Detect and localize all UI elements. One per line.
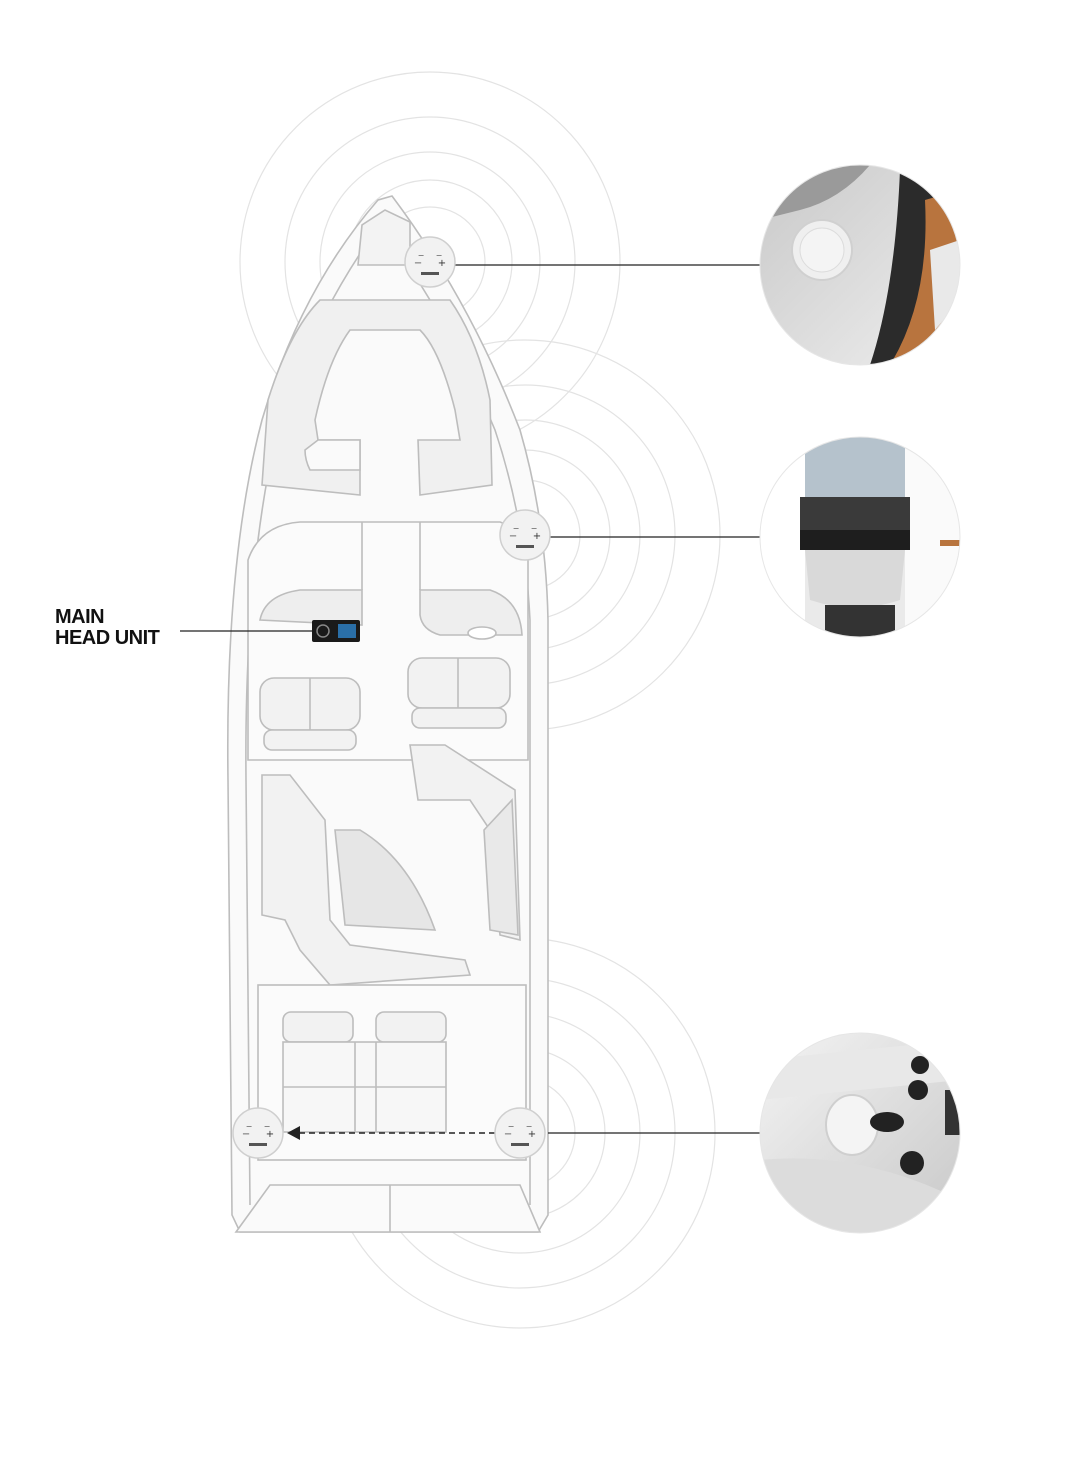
head-unit-label-line1: MAIN — [55, 606, 105, 628]
bow-remote-icon: − − − + — [404, 236, 456, 288]
stern-install-photo — [760, 1033, 960, 1233]
stern-left-remote-icon: − − − + — [232, 1107, 284, 1159]
svg-text:−: − — [513, 524, 520, 533]
leader-lines — [455, 264, 760, 1134]
svg-text:−: − — [531, 524, 538, 533]
helm-install-photo — [760, 437, 960, 637]
link-arrow — [287, 1126, 495, 1140]
stern-right-remote-icon: − − − + — [494, 1107, 546, 1159]
svg-text:−: − — [246, 1122, 253, 1131]
svg-text:−: − — [508, 1122, 515, 1131]
svg-text:−: − — [509, 531, 517, 542]
boat-hull — [226, 195, 549, 1233]
svg-text:+: + — [533, 531, 541, 542]
svg-text:−: − — [242, 1129, 250, 1140]
bow-install-photo — [760, 165, 960, 365]
svg-text:+: + — [266, 1129, 274, 1140]
svg-text:−: − — [526, 1122, 533, 1131]
head-unit-label-line2: HEAD UNIT — [55, 627, 160, 649]
svg-text:−: − — [264, 1122, 271, 1131]
head-unit-label: MAIN HEAD UNIT — [55, 606, 160, 649]
svg-text:+: + — [438, 258, 446, 269]
svg-text:−: − — [418, 251, 425, 260]
svg-text:−: − — [504, 1129, 512, 1140]
svg-text:−: − — [436, 251, 443, 260]
svg-text:−: − — [414, 258, 422, 269]
helm-side-remote-icon: − − − + — [499, 509, 551, 561]
svg-text:+: + — [528, 1129, 536, 1140]
head-unit-device — [312, 620, 360, 642]
